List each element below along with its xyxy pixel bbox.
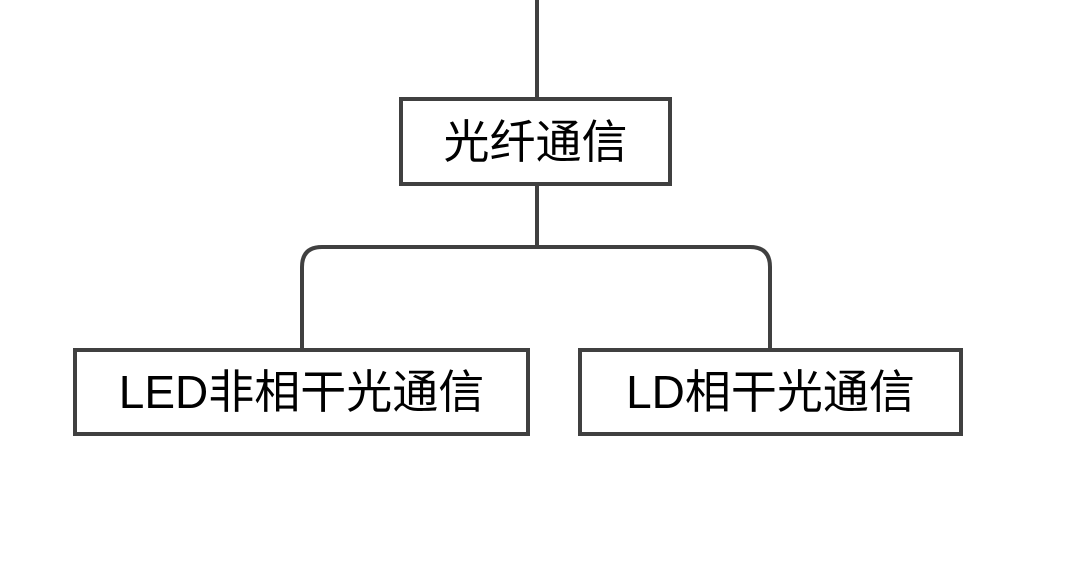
node-optical-fiber-communication[interactable]: 光纤通信 <box>399 97 672 186</box>
node-ld-label: LD相干光通信 <box>626 366 915 418</box>
node-led-incoherent-optical-communication[interactable]: LED非相干光通信 <box>73 348 530 436</box>
node-root-label: 光纤通信 <box>443 115 628 168</box>
node-led-label: LED非相干光通信 <box>118 366 485 418</box>
node-ld-coherent-optical-communication[interactable]: LD相干光通信 <box>578 348 963 436</box>
branch-split-connector <box>300 245 772 348</box>
